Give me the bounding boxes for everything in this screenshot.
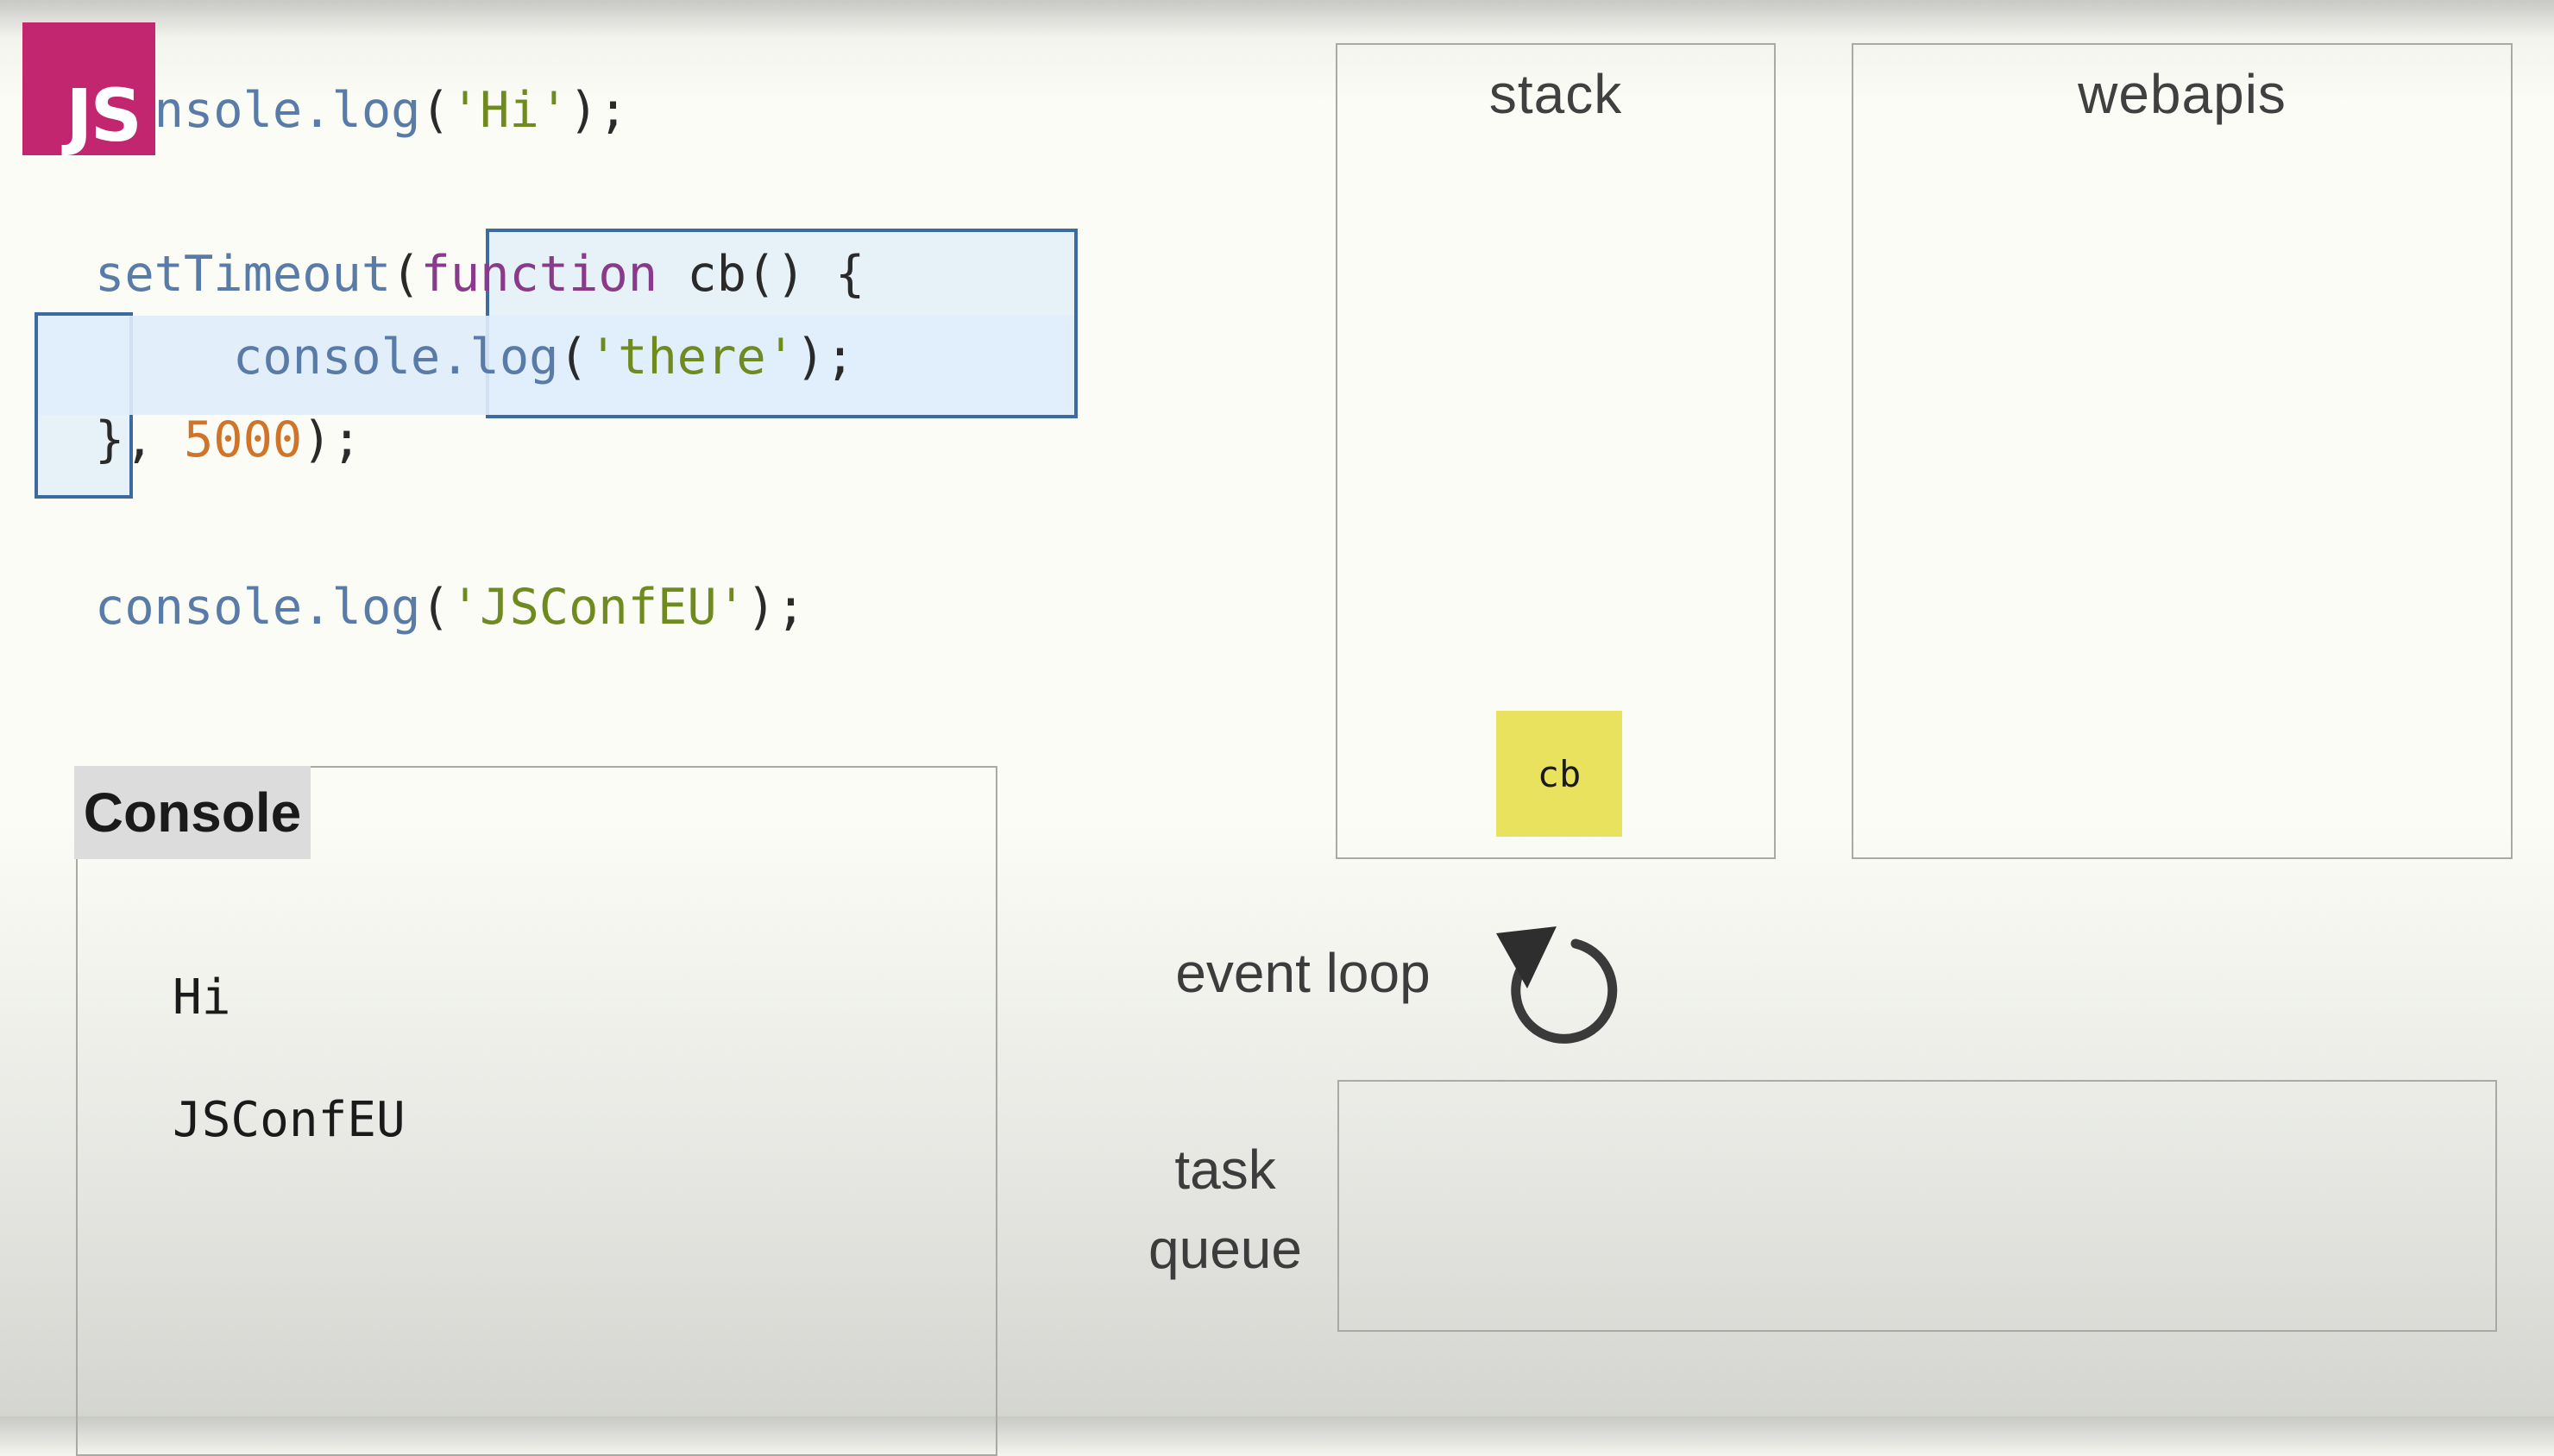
code-line-5: console.log('JSConfEU'); bbox=[95, 583, 806, 632]
code-string: 'JSConfEU' bbox=[450, 579, 746, 636]
task-queue-panel bbox=[1337, 1080, 2497, 1332]
webapis-title: webapis bbox=[2078, 63, 2287, 125]
code-punct: ); bbox=[746, 579, 806, 636]
code-keyword: function bbox=[420, 246, 658, 303]
stack-panel bbox=[1336, 43, 1776, 859]
code-string: 'there' bbox=[588, 329, 796, 386]
code-number: 5000 bbox=[183, 411, 303, 468]
task-queue-label-line2: queue bbox=[1148, 1218, 1302, 1280]
code-punct: ); bbox=[302, 411, 362, 468]
code-fn: console.log bbox=[95, 579, 421, 636]
js-logo: JS bbox=[22, 22, 155, 155]
code-punct: ( bbox=[558, 329, 588, 386]
code-punct: ); bbox=[796, 329, 855, 386]
console-line: Hi bbox=[173, 970, 231, 1026]
code-fn: console.log bbox=[233, 329, 559, 386]
code-line-2: setTimeout(function cb() { bbox=[95, 250, 865, 299]
code-fn: setTimeout bbox=[95, 246, 392, 303]
code-line-4: }, 5000); bbox=[95, 416, 362, 465]
stack-frame-label: cb bbox=[1537, 752, 1582, 795]
console-tab: Console bbox=[74, 766, 311, 859]
code-brace: } bbox=[95, 411, 125, 468]
code-punct: , bbox=[124, 411, 184, 468]
code-punct: ( bbox=[420, 82, 450, 139]
code-line-3: console.log('there'); bbox=[233, 333, 855, 382]
task-queue-label: task queue bbox=[1122, 1130, 1329, 1289]
code-string: 'Hi' bbox=[450, 82, 569, 139]
console-line: JSConfEU bbox=[173, 1092, 406, 1148]
stack-title: stack bbox=[1488, 63, 1623, 125]
webapis-panel bbox=[1852, 43, 2513, 859]
js-logo-text: JS bbox=[66, 73, 142, 158]
event-loop-icon bbox=[1496, 926, 1618, 1044]
code-punct: ( bbox=[420, 579, 450, 636]
code-punct: ); bbox=[569, 82, 628, 139]
event-loop-label: event loop bbox=[1175, 942, 1431, 1004]
code-text: cb() { bbox=[657, 246, 865, 303]
stack-frame-cb: cb bbox=[1496, 711, 1622, 837]
code-line-1: console.log('Hi'); bbox=[95, 86, 628, 135]
console-title: Console bbox=[83, 781, 302, 844]
task-queue-label-line1: task bbox=[1174, 1139, 1276, 1201]
callback-highlight-fill-overlay bbox=[38, 316, 1074, 415]
code-punct: ( bbox=[391, 246, 421, 303]
